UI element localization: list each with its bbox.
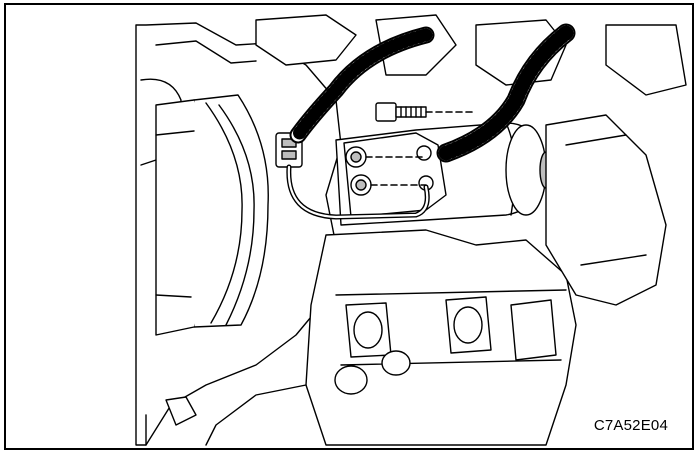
figure-code: C7A52E04 — [593, 417, 668, 434]
lower-casting — [305, 229, 577, 446]
solenoid-stud-upper — [416, 145, 432, 161]
casting-port — [381, 350, 411, 376]
upper-mounting-bolt — [375, 102, 427, 122]
illustration-frame: C7A52E04 — [4, 3, 694, 450]
flywheel-housing — [181, 94, 269, 328]
right-bracket — [545, 114, 667, 306]
harness-connector — [275, 132, 303, 168]
starter-motor-illustration — [135, 14, 687, 446]
